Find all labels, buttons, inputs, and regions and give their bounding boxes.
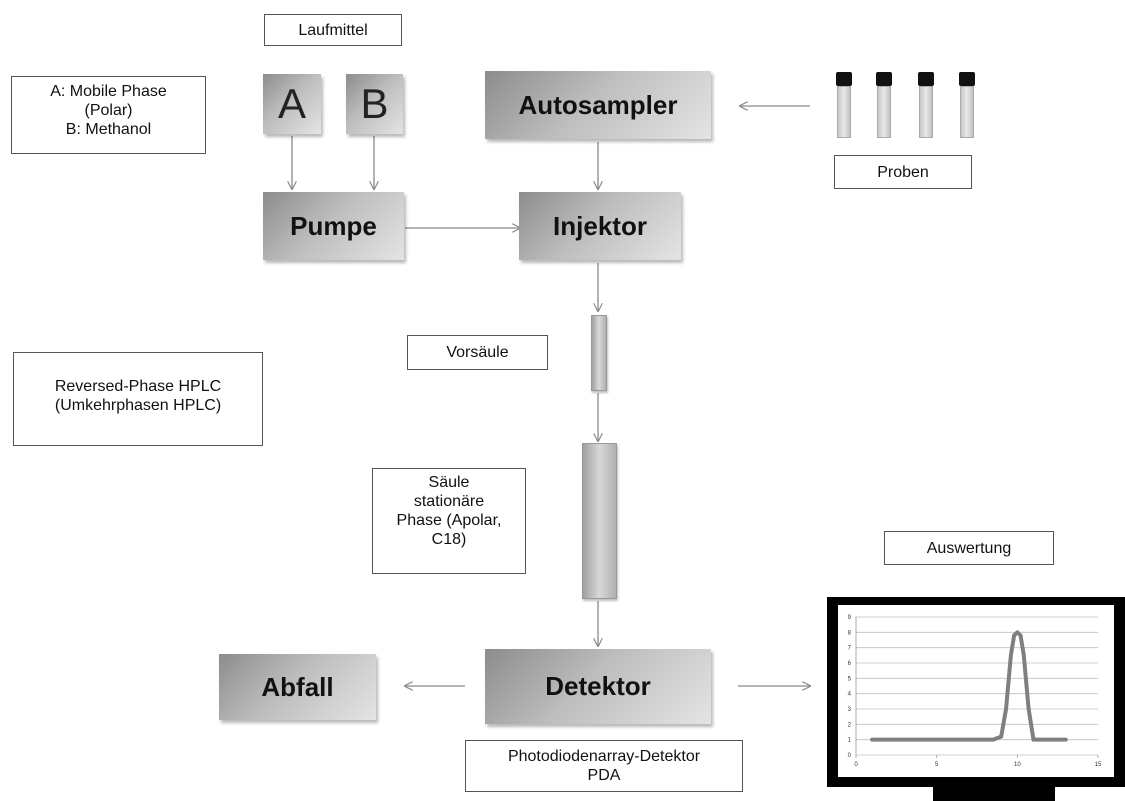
vorsaeule-label: Vorsäule (407, 335, 548, 370)
injektor-block: Injektor (519, 192, 681, 260)
autosampler-block: Autosampler (485, 71, 711, 139)
hplc-type-line2: (Umkehrphasen HPLC) (54, 397, 222, 414)
x-tick-label-5: 5 (935, 762, 939, 768)
laufmittel-label: Laufmittel (264, 14, 402, 46)
sample-vial-2 (876, 72, 892, 138)
vorsaeule-column (591, 315, 607, 391)
saeule-line4: C18) (431, 531, 467, 548)
saeule-column (582, 443, 617, 599)
solvent-a-letter: A (277, 80, 306, 127)
sample-vial-1 (836, 72, 852, 138)
mobile-phase-polar-text: (Polar) (84, 102, 133, 119)
y-tick-label-2: 2 (848, 722, 852, 728)
mobile-phase-a-text: A: Mobile Phase (50, 83, 167, 100)
monitor-screen (838, 605, 1114, 777)
hplc-type-line1: Reversed-Phase HPLC (54, 378, 222, 395)
saeule-label: Säule stationäre Phase (Apolar, C18) (372, 468, 526, 574)
pumpe-text: Pumpe (290, 210, 377, 241)
proben-label: Proben (834, 155, 972, 189)
chromatogram-series-line (870, 630, 1068, 742)
y-tick-label-4: 4 (848, 692, 852, 698)
chromatogram-chart: 0 1 2 3 4 5 6 7 8 9 0 5 10 15 (848, 615, 1102, 768)
x-tick-label-15: 15 (1095, 762, 1102, 768)
y-tick-label-1: 1 (848, 738, 852, 744)
hplc-type-label: Reversed-Phase HPLC (Umkehrphasen HPLC) (13, 352, 263, 446)
pda-label: Photodiodenarray-Detektor PDA (465, 740, 743, 792)
x-tick-label-10: 10 (1014, 762, 1021, 768)
saeule-line3: Phase (Apolar, (396, 512, 502, 529)
auswertung-label: Auswertung (884, 531, 1054, 565)
y-tick-label-9: 9 (848, 615, 852, 621)
monitor-stand (933, 787, 1055, 801)
saeule-line1: Säule (428, 474, 470, 491)
pumpe-block: Pumpe (263, 192, 404, 260)
y-tick-label-3: 3 (848, 707, 852, 713)
saeule-line2: stationäre (413, 493, 485, 510)
y-tick-label-7: 7 (848, 646, 852, 652)
detektor-block: Detektor (485, 649, 711, 724)
y-tick-label-0: 0 (848, 753, 852, 759)
solvent-b-letter: B (360, 80, 389, 127)
mobile-phase-b-text: B: Methanol (65, 121, 152, 138)
sample-vial-3 (918, 72, 934, 138)
abfall-block: Abfall (219, 654, 376, 720)
sample-vial-4 (959, 72, 975, 138)
detektor-text: Detektor (545, 671, 651, 701)
x-tick-label-0: 0 (854, 762, 858, 768)
pda-line2: PDA (587, 767, 621, 784)
injektor-text: Injektor (553, 210, 647, 241)
y-tick-label-5: 5 (848, 676, 852, 682)
autosampler-text: Autosampler (518, 89, 678, 120)
solvent-b-block: B (346, 74, 403, 134)
pda-line1: Photodiodenarray-Detektor (507, 748, 701, 765)
y-tick-label-8: 8 (848, 630, 852, 636)
y-tick-label-6: 6 (848, 661, 852, 667)
solvent-a-block: A (263, 74, 321, 134)
mobile-phase-legend: A: Mobile Phase (Polar) B: Methanol (11, 76, 206, 154)
abfall-text: Abfall (261, 671, 334, 702)
